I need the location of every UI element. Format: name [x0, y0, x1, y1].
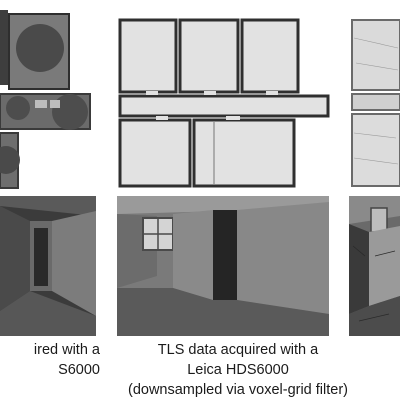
floor-plan-clean-svg — [116, 16, 330, 190]
caption-left-line1: ired with a — [33, 342, 100, 358]
caption-left-line2: S6000 — [58, 362, 100, 378]
floor-plan-clean-middle — [116, 16, 330, 190]
caption-middle: TLS data acquired with a Leica HDS6000 (… — [120, 340, 356, 400]
interior-render-textured-svg — [0, 196, 96, 336]
interior-render-pointcloud-svg — [349, 196, 400, 336]
caption-middle-line2: Leica HDS6000 — [187, 362, 289, 378]
interior-render-pointcloud-right — [349, 196, 400, 336]
caption-middle-line3: (downsampled via voxel-grid filter) — [128, 382, 348, 398]
interior-render-textured-left — [0, 196, 96, 336]
floor-plan-textured-left — [0, 0, 92, 190]
interior-render-tls-middle — [117, 196, 329, 336]
caption-left: ired with a S6000 — [0, 340, 100, 380]
floor-plan-pointcloud-svg — [350, 18, 400, 190]
floor-plan-textured-svg — [0, 0, 92, 190]
floor-plan-pointcloud-right — [350, 18, 400, 190]
caption-middle-line1: TLS data acquired with a — [157, 342, 319, 358]
interior-render-tls-svg — [117, 196, 329, 336]
